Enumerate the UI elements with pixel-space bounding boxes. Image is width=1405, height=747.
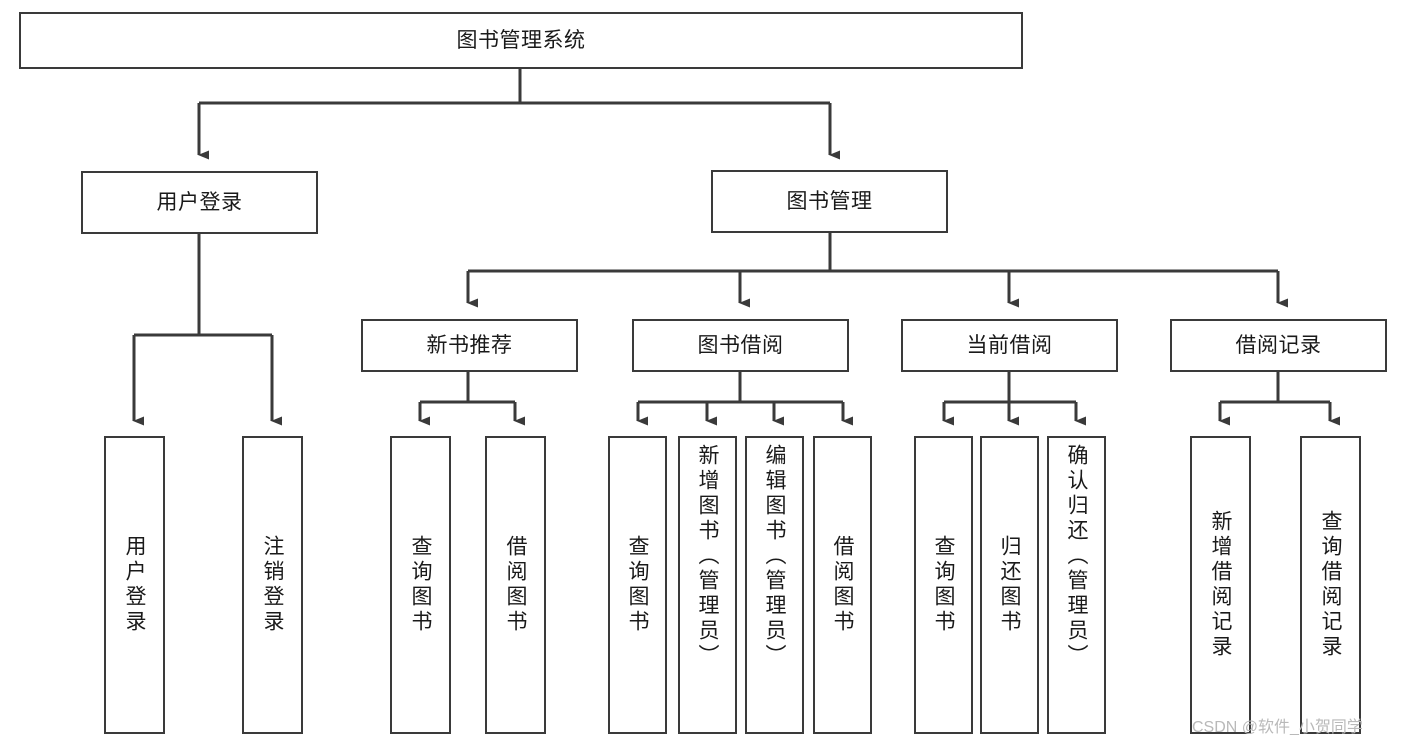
node-label: 查询图书	[932, 535, 955, 635]
leaf-current-borrow-return[interactable]: 归还图书	[980, 436, 1039, 734]
node-borrow-record[interactable]: 借阅记录	[1170, 319, 1387, 372]
leaf-book-borrow-query[interactable]: 查询图书	[608, 436, 667, 734]
node-label: 借阅图书	[831, 535, 854, 635]
leaf-borrow-record-add[interactable]: 新增借阅记录	[1190, 436, 1251, 734]
node-book-management[interactable]: 图书管理	[711, 170, 948, 233]
node-label: 图书管理系统	[456, 28, 586, 52]
leaf-user-login-signin[interactable]: 用户登录	[104, 436, 165, 734]
node-label: 图书管理	[786, 189, 873, 213]
node-label: 借阅图书	[504, 535, 527, 635]
node-user-login[interactable]: 用户登录	[81, 171, 318, 234]
node-label: 查询图书	[409, 535, 432, 635]
leaf-user-login-signout[interactable]: 注销登录	[242, 436, 303, 734]
leaf-book-borrow-edit[interactable]: 编辑图书（管理员）	[745, 436, 804, 734]
node-root-system[interactable]: 图书管理系统	[19, 12, 1023, 69]
node-label: 归还图书	[998, 535, 1021, 635]
leaf-new-book-borrow[interactable]: 借阅图书	[485, 436, 546, 734]
leaf-new-book-query[interactable]: 查询图书	[390, 436, 451, 734]
node-label: 新书推荐	[426, 333, 513, 357]
node-label: 新增借阅记录	[1209, 510, 1232, 660]
leaf-book-borrow-lend[interactable]: 借阅图书	[813, 436, 872, 734]
node-label: 借阅记录	[1235, 333, 1322, 357]
node-label: 用户登录	[123, 535, 146, 635]
node-label: 图书借阅	[697, 333, 784, 357]
node-label: 查询借阅记录	[1319, 510, 1342, 660]
leaf-borrow-record-query[interactable]: 查询借阅记录	[1300, 436, 1361, 734]
leaf-current-borrow-confirm[interactable]: 确认归还（管理员）	[1047, 436, 1106, 734]
node-new-book-recommend[interactable]: 新书推荐	[361, 319, 578, 372]
node-label: 新增图书（管理员）	[696, 444, 719, 669]
leaf-book-borrow-add[interactable]: 新增图书（管理员）	[678, 436, 737, 734]
node-label: 编辑图书（管理员）	[763, 444, 786, 669]
node-current-borrow[interactable]: 当前借阅	[901, 319, 1118, 372]
leaf-current-borrow-query[interactable]: 查询图书	[914, 436, 973, 734]
node-label: 查询图书	[626, 535, 649, 635]
node-book-borrow[interactable]: 图书借阅	[632, 319, 849, 372]
node-label: 确认归还（管理员）	[1065, 444, 1088, 669]
node-label: 注销登录	[261, 535, 284, 635]
node-label: 用户登录	[156, 190, 243, 214]
node-label: 当前借阅	[966, 333, 1053, 357]
